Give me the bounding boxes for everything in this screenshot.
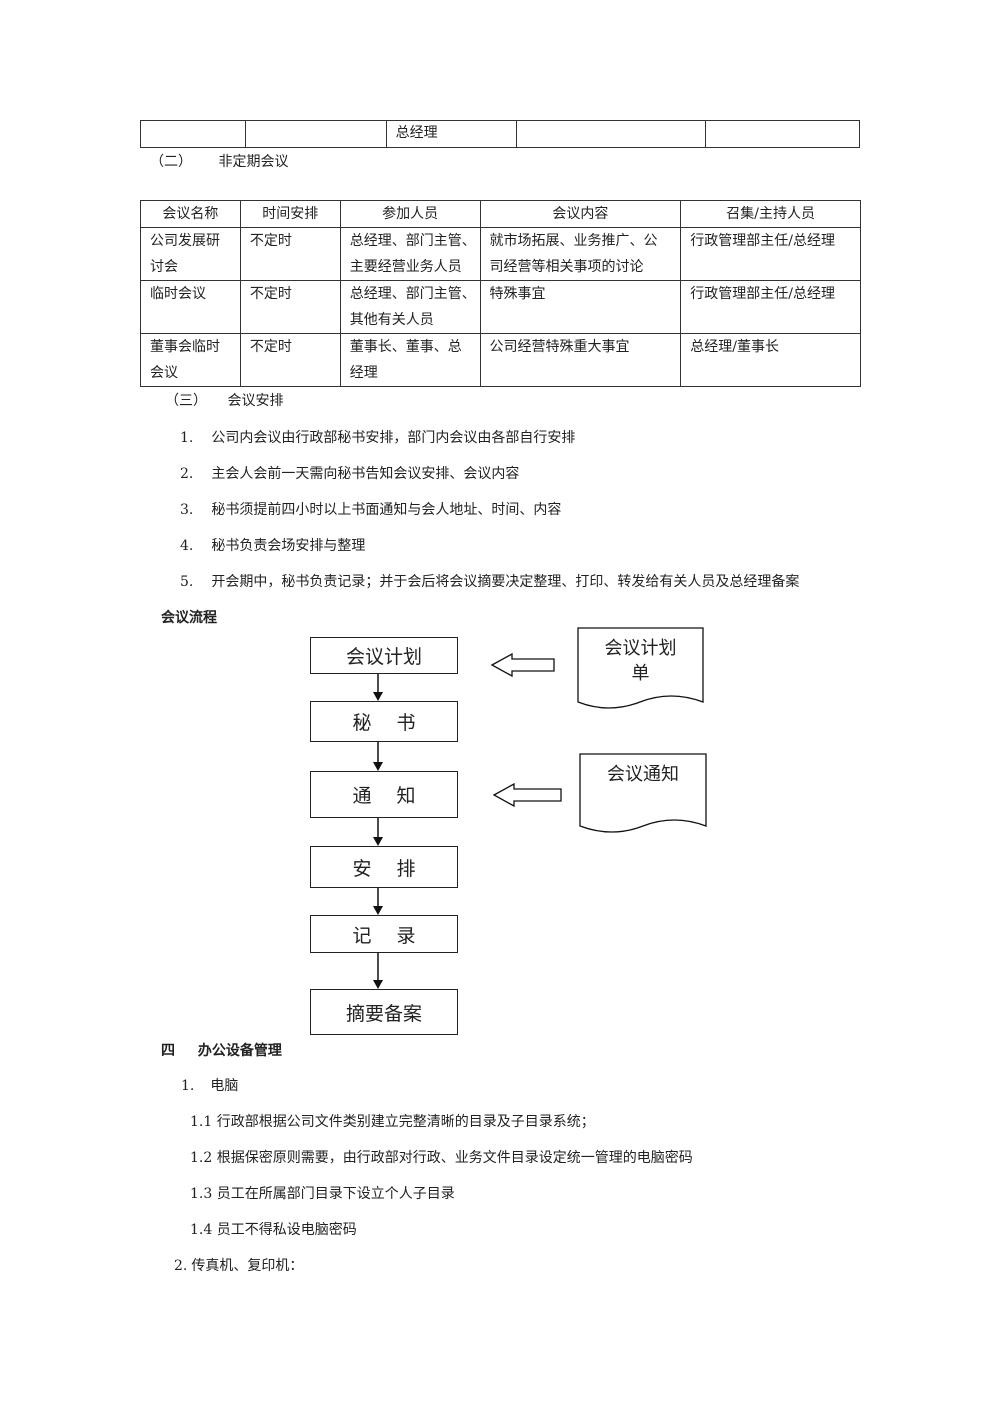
top-table-cell [705,120,860,148]
flow-arrow-head [373,837,383,846]
table-cell: 不定时 [239,280,341,334]
document-label: 会议通知 [607,764,679,785]
table-header-cell: 会议内容 [479,200,682,228]
list-item: 2.主会人会前一天需向秘书告知会议安排、会议内容 [180,466,520,482]
list-item: 1.3 员工在所属部门目录下设立个人子目录 [190,1186,455,1202]
meeting-table: 会议名称 时间安排 参加人员 会议内容 召集/主持人员 公司发展研讨会 不定时 … [140,200,861,387]
table-cell: 总经理/董事长 [680,333,861,387]
list-item: 1.2 根据保密原则需要，由行政部对行政、业务文件目录设定统一管理的电脑密码 [190,1150,693,1166]
flow-step-record: 记 录 [310,915,458,953]
table-cell: 公司经营特殊重大事宜 [479,333,682,387]
list-item: 1.4 员工不得私设电脑密码 [190,1222,357,1238]
flow-step-secretary: 秘 书 [310,701,458,742]
sub-heading: 1.电脑 [181,1078,239,1094]
top-table-cell [140,120,246,148]
sub-heading: 2.传真机、复印机： [174,1258,304,1274]
section-number: （二） [150,154,192,170]
document-shape [577,627,704,709]
table-cell: 董事会临时会议 [140,333,241,387]
top-table: 总经理 [140,120,860,148]
section-heading-3: （三） 会议安排 [165,390,283,410]
document-label: 会议计划 单 [604,638,677,684]
list-item: 5.开会期中，秘书负责记录；并于会后将会议摘要决定整理、打印、转发给有关人员及总… [180,574,800,590]
table-row: 董事会临时会议 不定时 董事长、董事、总经理 公司经营特殊重大事宜 总经理/董事… [140,333,861,387]
section-title: 会议安排 [227,393,284,409]
table-cell: 总经理、部门主管、主要经营业务人员 [339,227,481,281]
section-title: 办公设备管理 [197,1043,282,1059]
list-item: 1.公司内会议由行政部秘书安排，部门内会议由各部自行安排 [180,430,576,446]
flow-arrow-head [373,906,383,915]
table-cell: 就市场拓展、业务推广、公司经营等相关事项的讨论 [479,227,682,281]
section-number: 四 [161,1043,175,1059]
list-item: 3.秘书须提前四小时以上书面通知与会人地址、时间、内容 [180,502,562,518]
table-row: 公司发展研讨会 不定时 总经理、部门主管、主要经营业务人员 就市场拓展、业务推广… [140,227,861,281]
table-row: 临时会议 不定时 总经理、部门主管、其他有关人员 特殊事宜 行政管理部主任/总经… [140,280,861,334]
flow-step-notice: 通 知 [310,771,458,818]
section-number: （三） [165,393,207,409]
table-cell: 行政管理部主任/总经理 [680,280,861,334]
block-arrow-left-icon [490,652,555,678]
top-table-cell [244,120,387,148]
table-cell: 董事长、董事、总经理 [339,333,481,387]
flow-arrow-head [373,692,383,701]
document-shape [579,753,707,833]
list-item: 1.1 行政部根据公司文件类别建立完整清晰的目录及子目录系统； [190,1114,595,1130]
flow-step-arrange: 安 排 [310,846,458,888]
table-cell: 临时会议 [140,280,241,334]
top-table-cell: 总经理 [385,120,518,148]
list-item: 4.秘书负责会场安排与整理 [180,538,366,554]
table-cell: 公司发展研讨会 [140,227,241,281]
top-table-cell [516,120,707,148]
flow-step-plan: 会议计划 [310,637,458,674]
section-heading-4: 四 办公设备管理 [161,1040,282,1060]
table-cell: 行政管理部主任/总经理 [680,227,861,281]
flow-arrow-head [373,980,383,989]
flow-arrow-head [373,762,383,771]
table-header-row: 会议名称 时间安排 参加人员 会议内容 召集/主持人员 [140,200,861,228]
section-heading-2: （二） 非定期会议 [150,151,288,171]
table-header-cell: 召集/主持人员 [680,200,861,228]
table-header-cell: 会议名称 [140,200,241,228]
flow-step-file: 摘要备案 [310,989,458,1035]
section-title: 非定期会议 [218,154,289,170]
block-arrow-left-icon [492,782,562,808]
flow-title: 会议流程 [161,610,217,626]
